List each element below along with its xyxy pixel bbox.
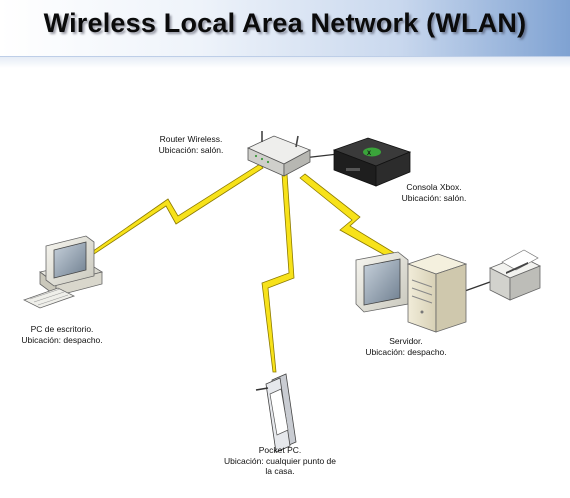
router-label-name: Router Wireless. xyxy=(159,134,223,144)
server-label-location: Ubicación: despacho. xyxy=(365,346,447,357)
wireless-link-pocket xyxy=(261,173,295,373)
desktop-pc-icon xyxy=(22,235,103,309)
pc-label-name: PC de escritorio. xyxy=(30,324,94,334)
printer-icon xyxy=(489,249,541,301)
pocket-pc-label-name: Pocket PC. xyxy=(258,445,302,455)
header-banner xyxy=(0,0,570,57)
xbox-label-name: Consola Xbox. xyxy=(406,182,462,192)
wireless-link-server xyxy=(299,173,397,259)
header-shadow xyxy=(0,56,570,68)
router-icon xyxy=(247,131,311,177)
pocket-pc-icon xyxy=(255,373,297,453)
router-label-location: Ubicación: salón. xyxy=(158,144,224,155)
pc-label-location: Ubicación: despacho. xyxy=(21,334,103,345)
xbox-label: Consola Xbox. Ubicación: salón. xyxy=(398,182,470,203)
xbox-console-icon: X xyxy=(332,137,412,187)
page-title: Wireless Local Area Network (WLAN) xyxy=(43,8,527,38)
pocket-pc-label: Pocket PC. Ubicación: cualquier punto de… xyxy=(214,445,346,477)
pocket-pc-label-location: Ubicación: cualquier punto de xyxy=(224,455,336,466)
wireless-link-pc xyxy=(81,163,264,263)
server-label-name: Servidor. xyxy=(389,336,423,346)
xbox-label-location: Ubicación: salón. xyxy=(401,192,467,203)
wired-link-printer xyxy=(461,281,491,293)
pc-label: PC de escritorio. Ubicación: despacho. xyxy=(14,324,110,345)
server-icon xyxy=(355,251,468,333)
svg-text:X: X xyxy=(367,151,371,157)
server-label: Servidor. Ubicación: despacho. xyxy=(356,336,456,357)
pocket-pc-label-location-cont: la casa. xyxy=(265,466,295,476)
router-label: Router Wireless. Ubicación: salón. xyxy=(150,134,232,155)
